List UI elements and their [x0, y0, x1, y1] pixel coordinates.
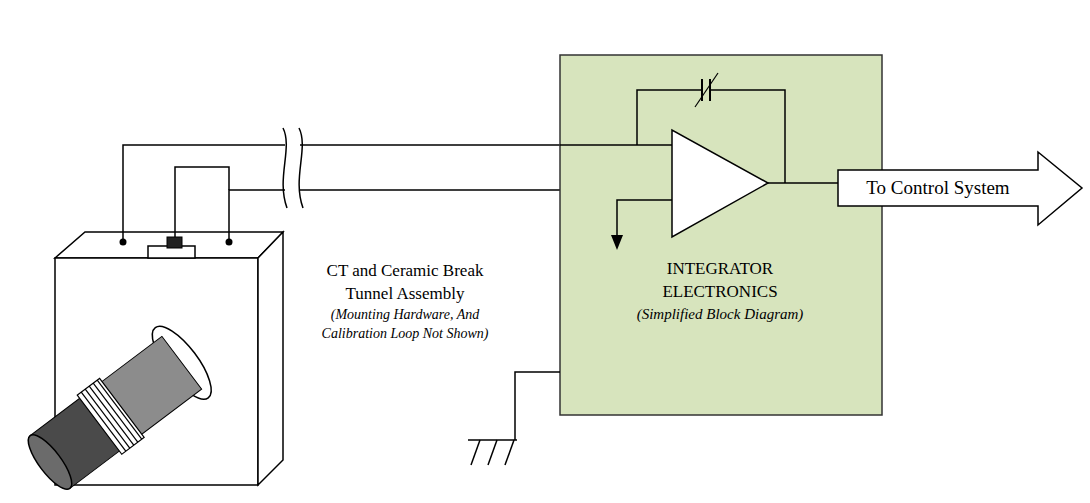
- cable-break-gap: [285, 130, 300, 206]
- node-heading: To Control System: [866, 177, 1009, 200]
- text-block: To Control System: [838, 170, 1038, 206]
- input-wire: [560, 144, 672, 146]
- text-block: INTEGRATOR ELECTRONICS(Simplified Block …: [620, 258, 820, 324]
- earth-hatch: [471, 440, 480, 465]
- beam-pipe: [15, 318, 221, 503]
- ground-symbol: [611, 235, 623, 250]
- ground-wire: [617, 200, 672, 235]
- block-arrow: [838, 152, 1082, 225]
- op-amp-symbol: [672, 130, 768, 237]
- ct-ring-stripe: [81, 392, 126, 451]
- ct-ring-stripe: [93, 383, 138, 442]
- integrator-box: INTEGRATOR ELECTRONICS(Simplified Block …: [560, 55, 882, 415]
- node-shape: [55, 232, 283, 485]
- node-heading: CT and Ceramic Break Tunnel Assembly: [305, 260, 505, 306]
- earth-wire: [515, 372, 560, 440]
- ct-ring-stripe: [97, 380, 142, 439]
- housing-top: [55, 232, 283, 258]
- node-note: (Mounting Hardware, And Calibration Loop…: [305, 306, 505, 344]
- node-heading: INTEGRATOR ELECTRONICS: [620, 258, 820, 304]
- bnc-knob: [167, 237, 182, 248]
- earth-symbol: [468, 439, 517, 441]
- cable-break-mark: [283, 128, 287, 208]
- pipe-end: [21, 429, 78, 495]
- ct-ring-stripe: [85, 389, 130, 448]
- ct-assembly-box: CT and Ceramic Break Tunnel Assembly(Mou…: [55, 232, 283, 485]
- cable-wire: [123, 145, 560, 232]
- node-shape: [560, 55, 882, 415]
- node-note: (Simplified Block Diagram): [620, 304, 820, 324]
- housing-side: [258, 232, 283, 485]
- integrator-housing: [560, 55, 882, 415]
- shield-wire: [175, 167, 229, 238]
- earth-hatch: [488, 440, 497, 465]
- ct-ring-stripe: [89, 386, 134, 445]
- cable-wire: [229, 190, 560, 232]
- output-arrow: To Control System: [838, 150, 1084, 227]
- earth-hatch: [505, 440, 514, 465]
- capacitor-plate: [709, 79, 711, 101]
- terminal-dot: [226, 239, 233, 246]
- ct-ring: [77, 378, 144, 454]
- output-wire: [768, 182, 840, 184]
- feedback-wire: [637, 90, 702, 145]
- capacitor-trim: [695, 73, 718, 107]
- text-block: CT and Ceramic Break Tunnel Assembly(Mou…: [305, 260, 505, 344]
- cable-break-mark: [299, 128, 303, 208]
- terminal-dot: [120, 239, 127, 246]
